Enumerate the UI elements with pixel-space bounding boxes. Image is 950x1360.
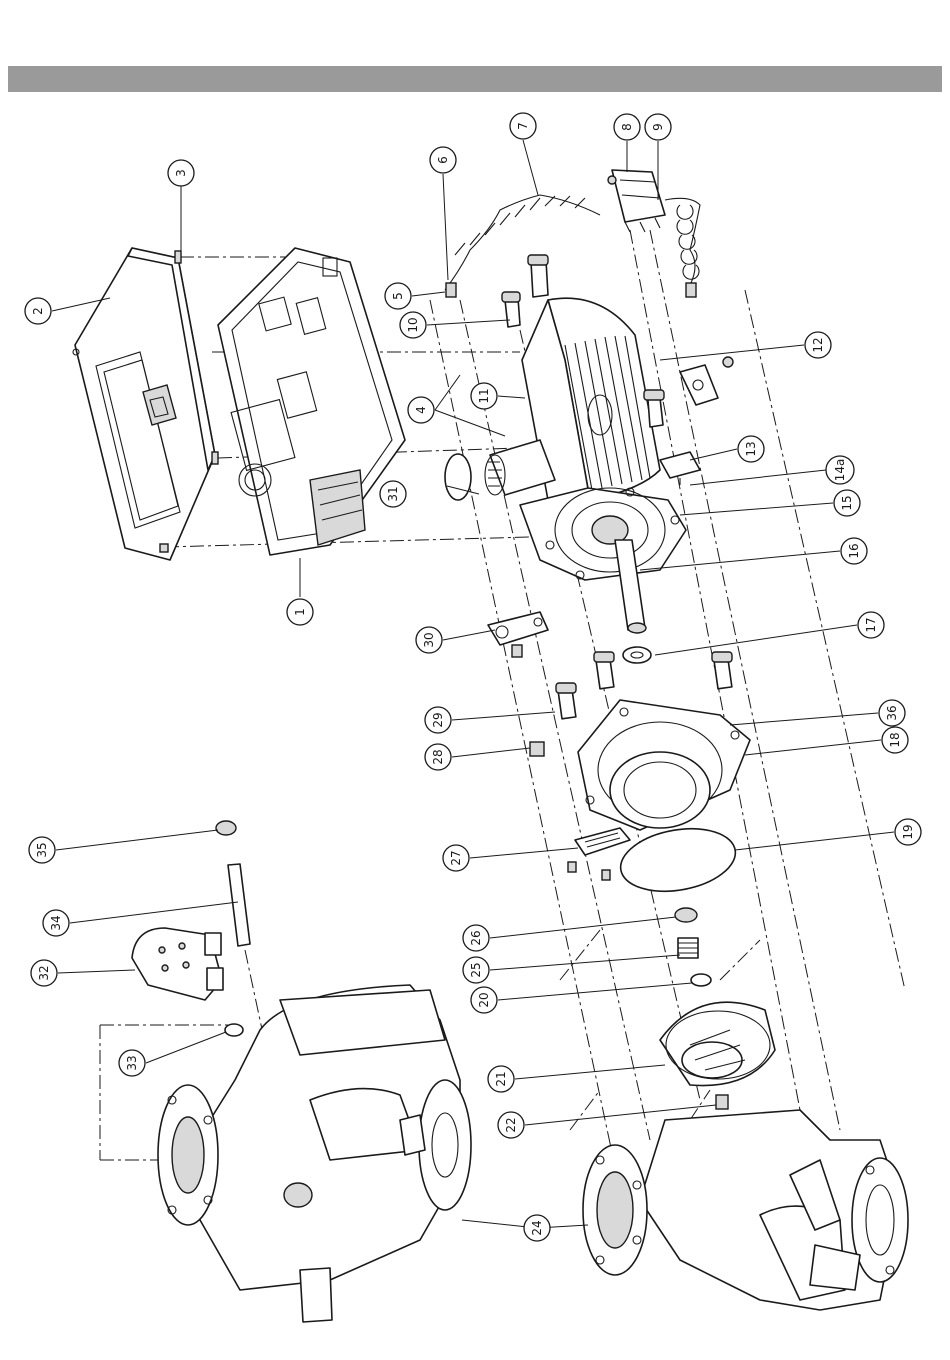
callout-8: 8 xyxy=(614,114,640,140)
assembly-axes xyxy=(100,230,905,1190)
svg-text:2: 2 xyxy=(31,307,45,315)
svg-text:3: 3 xyxy=(174,169,188,177)
svg-text:26: 26 xyxy=(469,930,483,945)
callout-4: 4 xyxy=(408,397,434,423)
callout-19: 19 xyxy=(895,819,921,845)
pump-housing-right xyxy=(583,1110,908,1310)
callout-26: 26 xyxy=(463,925,489,951)
callout-17: 17 xyxy=(858,612,884,638)
svg-text:7: 7 xyxy=(516,122,530,130)
callout-2: 2 xyxy=(25,298,51,324)
support-parts xyxy=(132,821,250,1036)
svg-text:34: 34 xyxy=(49,915,63,930)
svg-text:18: 18 xyxy=(888,732,902,747)
callout-24: 24 xyxy=(524,1215,550,1241)
svg-text:11: 11 xyxy=(477,388,491,403)
callout-13: 13 xyxy=(738,436,764,462)
svg-text:9: 9 xyxy=(651,123,665,131)
svg-text:35: 35 xyxy=(35,842,49,857)
callout-25: 25 xyxy=(463,957,489,983)
callout-29: 29 xyxy=(425,707,451,733)
washer-17 xyxy=(623,647,651,663)
callout-5: 5 xyxy=(385,283,411,309)
pump-housing-left xyxy=(158,985,471,1322)
callout-21: 21 xyxy=(488,1066,514,1092)
svg-text:22: 22 xyxy=(504,1117,518,1132)
svg-text:8: 8 xyxy=(620,123,634,131)
svg-text:36: 36 xyxy=(885,705,899,720)
svg-text:19: 19 xyxy=(901,824,915,839)
callout-31: 31 xyxy=(380,481,406,507)
clamp-parts xyxy=(660,357,733,485)
intermediate-flange xyxy=(578,700,750,830)
callout-12: 12 xyxy=(805,332,831,358)
callout-20: 20 xyxy=(471,987,497,1013)
svg-text:25: 25 xyxy=(469,962,483,977)
svg-text:21: 21 xyxy=(494,1071,508,1086)
svg-text:17: 17 xyxy=(864,617,878,632)
callout-3: 3 xyxy=(168,160,194,186)
callout-36: 36 xyxy=(879,700,905,726)
electronics-cover xyxy=(73,248,215,560)
callout-33: 33 xyxy=(119,1050,145,1076)
svg-text:24: 24 xyxy=(530,1220,544,1235)
callout-27: 27 xyxy=(443,845,469,871)
o-ring-19 xyxy=(616,820,741,899)
svg-text:33: 33 xyxy=(125,1055,139,1070)
callout-9: 9 xyxy=(645,114,671,140)
svg-text:30: 30 xyxy=(422,632,436,647)
callout-22: 22 xyxy=(498,1112,524,1138)
svg-text:13: 13 xyxy=(744,441,758,456)
svg-text:6: 6 xyxy=(436,156,450,164)
nut-22 xyxy=(716,1095,728,1109)
callout-28: 28 xyxy=(425,744,451,770)
sensor-assembly xyxy=(445,170,700,297)
callout-35: 35 xyxy=(29,837,55,863)
callout-15: 15 xyxy=(834,490,860,516)
svg-text:20: 20 xyxy=(477,992,491,1007)
impeller-small-parts xyxy=(675,908,711,986)
callout-7: 7 xyxy=(510,113,536,139)
svg-text:32: 32 xyxy=(37,965,51,980)
svg-text:29: 29 xyxy=(431,712,445,727)
impeller xyxy=(660,1002,775,1085)
svg-text:4: 4 xyxy=(414,406,428,414)
svg-text:27: 27 xyxy=(449,850,463,865)
svg-text:12: 12 xyxy=(811,337,825,352)
callout-1: 1 xyxy=(287,599,313,625)
svg-text:1: 1 xyxy=(293,608,307,616)
callout-6: 6 xyxy=(430,147,456,173)
callout-18: 18 xyxy=(882,727,908,753)
svg-text:10: 10 xyxy=(406,317,420,332)
svg-text:5: 5 xyxy=(391,292,405,300)
svg-text:16: 16 xyxy=(847,543,861,558)
callout-11: 11 xyxy=(471,383,497,409)
svg-text:31: 31 xyxy=(386,486,400,501)
callout-34: 34 xyxy=(43,910,69,936)
electronics-module xyxy=(218,248,405,555)
svg-text:28: 28 xyxy=(431,749,445,764)
callout-32: 32 xyxy=(31,960,57,986)
callout-10: 10 xyxy=(400,312,426,338)
callout-30: 30 xyxy=(416,627,442,653)
o-ring-31 xyxy=(445,454,471,500)
callout-16: 16 xyxy=(841,538,867,564)
callout-14a: 14a xyxy=(826,456,854,484)
svg-text:14a: 14a xyxy=(833,459,847,482)
svg-text:15: 15 xyxy=(840,495,854,510)
